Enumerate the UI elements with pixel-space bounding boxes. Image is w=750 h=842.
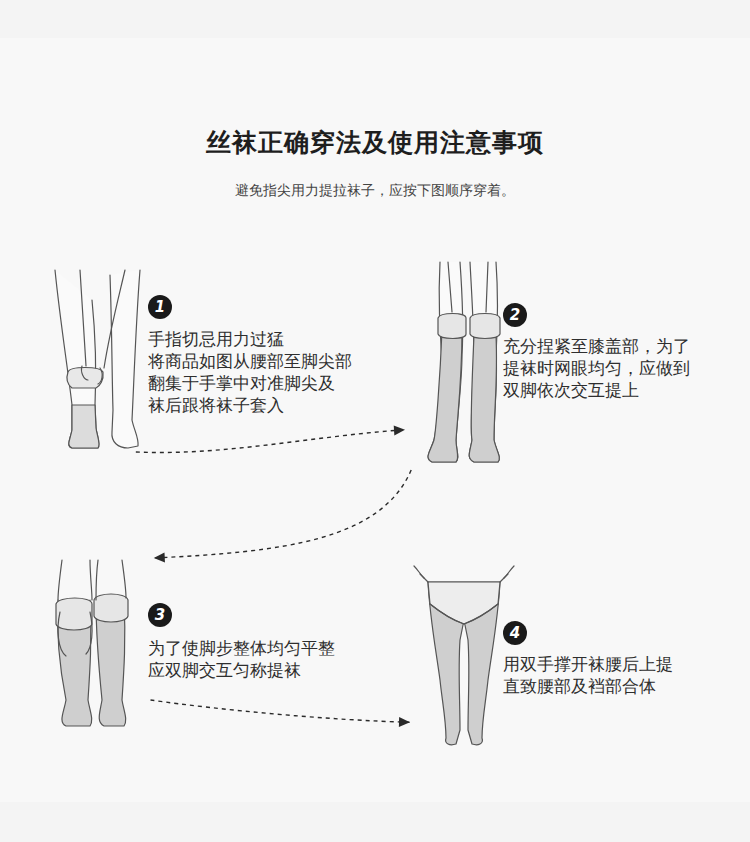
step-text: 为了使脚步整体均匀平整 应双脚交互匀称提袜 (148, 637, 352, 681)
dashed-line (154, 470, 411, 558)
dashed-line (136, 430, 405, 453)
step-number: 2 (503, 303, 527, 327)
dashed-arrow (136, 425, 405, 452)
subtitle: 避免指尖用力提拉袜子，应按下图顺序穿着。 (0, 182, 750, 200)
arrow-head (399, 717, 410, 727)
leg-figure-4 (414, 566, 514, 745)
step-text: 充分捏紧至膝盖部，为了 提袜时网眼均匀，应做到 双脚依次交互提上 (503, 335, 707, 401)
leg-figure-1 (55, 270, 140, 448)
step-block: 4 用双手撑开袜腰后上提 直致腰部及裆部合体 (410, 565, 715, 750)
dashed-arrow (151, 700, 411, 727)
step-number: 3 (148, 603, 172, 627)
leg-figure-2 (428, 262, 500, 462)
leg-figure-3 (56, 560, 128, 726)
step-number: 4 (503, 621, 527, 645)
step-block: 1 手指切忌用力过猛 将商品如图从腰部至脚尖部 翻集于手掌中对准脚尖及 袜后跟将袜… (40, 262, 395, 452)
arrow-head (394, 425, 405, 435)
arrow-head (154, 552, 165, 562)
step-text: 用双手撑开袜腰后上提 直致腰部及裆部合体 (503, 653, 707, 697)
dashed-arrow (154, 470, 411, 562)
step-block: 2 充分捏紧至膝盖部，为了 提袜时网眼均匀，应做到 双脚依次交互提上 (405, 258, 715, 470)
dashed-line (151, 700, 411, 722)
step-number: 1 (148, 295, 172, 319)
step-text: 手指切忌用力过猛 将商品如图从腰部至脚尖部 翻集于手掌中对准脚尖及 袜后跟将袜子… (148, 328, 352, 416)
title: 丝袜正确穿法及使用注意事项 (0, 126, 750, 159)
step-block: 3 为了使脚步整体均匀平整 应双脚交互匀称提袜 (40, 558, 365, 700)
